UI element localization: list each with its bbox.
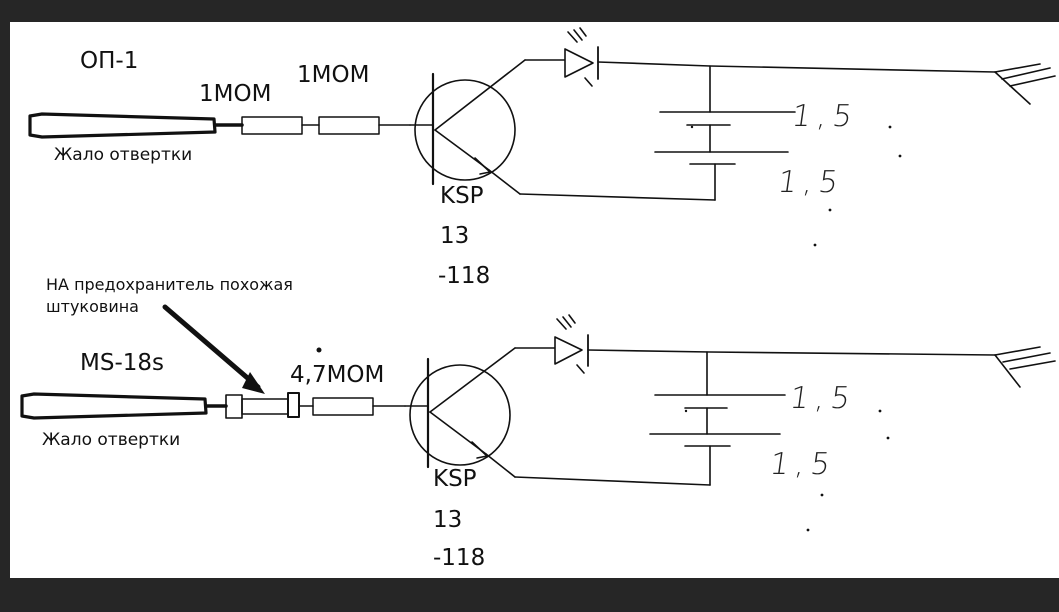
annotation-text: НА предохранитель похожая штуковина: [46, 274, 293, 317]
contact-2: [994, 346, 1056, 388]
annotation-line: НА предохранитель похожая: [46, 275, 293, 294]
diagram-sheet: ОП-1 1МОМ 1МОМ Жало отвертки KSP 13 -118…: [10, 22, 1059, 578]
contact-1: [994, 63, 1056, 105]
fuse-component: [225, 392, 300, 419]
transistor-label: 13: [433, 507, 463, 533]
transistor-label: KSP: [433, 466, 477, 492]
resistor-2a: [312, 397, 374, 416]
resistor-label: 4,7МОМ: [290, 362, 385, 388]
battery-stack-2: [649, 351, 786, 486]
battery-voltage-label: 1,5: [787, 381, 859, 416]
transistor-label: 13: [440, 223, 470, 249]
model-label: ОП-1: [80, 48, 139, 74]
resistor-1a: [241, 116, 303, 135]
battery-stack-1: [654, 65, 796, 201]
circuit-1: [28, 27, 1056, 247]
led-2: [554, 314, 589, 374]
resistor-1b: [318, 116, 380, 135]
transistor-1: [409, 59, 526, 195]
resistor-label: 1МОМ: [297, 62, 370, 88]
screwdriver-tip: [28, 112, 217, 139]
circuit-2: [20, 304, 1056, 532]
transistor-label: KSP: [440, 183, 484, 209]
annotation-line: штуковина: [46, 296, 139, 316]
resistor-label: 1МОМ: [199, 81, 272, 107]
probe-label: Жало отвертки: [54, 145, 193, 165]
transistor-label: -118: [433, 545, 486, 571]
battery-voltage-label: 1,5: [775, 165, 847, 200]
transistor-label: -118: [438, 263, 491, 289]
annotation-arrow: [162, 304, 261, 390]
battery-voltage-label: 1,5: [789, 99, 861, 134]
schematic-drawing: [20, 27, 1056, 532]
sketch-dots-1: [690, 125, 902, 247]
model-label: MS-18s: [80, 350, 164, 376]
battery-voltage-label: 1,5: [767, 447, 839, 482]
probe-label: Жало отвертки: [42, 430, 181, 450]
led-1: [564, 27, 599, 87]
sketch-dots-2: [684, 409, 890, 532]
transistor-2: [404, 347, 516, 478]
screwdriver-tip: [20, 392, 208, 420]
